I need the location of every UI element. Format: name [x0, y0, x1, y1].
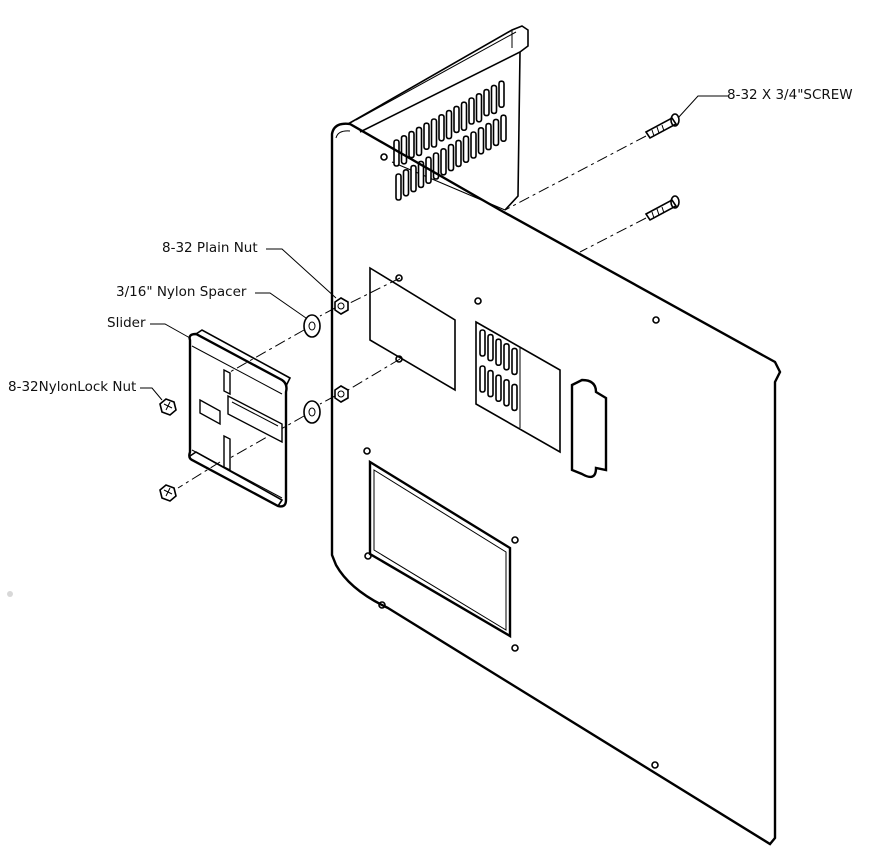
- lock-nut-upper: [159, 398, 177, 416]
- vent-slot: [468, 97, 475, 125]
- vent-slot: [415, 126, 423, 157]
- vent-slot: [511, 347, 518, 376]
- vent-slot: [447, 143, 455, 172]
- vent-slot: [408, 130, 415, 159]
- screw-callout: 8-32 X 3/4"SCREW: [727, 87, 853, 103]
- main-panel: [330, 122, 782, 846]
- vent-slot: [479, 365, 486, 393]
- vent-slot: [495, 374, 502, 403]
- spacer-callout: 3/16" Nylon Spacer: [116, 284, 247, 300]
- vent-slot: [453, 105, 460, 134]
- nylon-spacers: [303, 314, 321, 424]
- plain-nuts: [334, 297, 349, 403]
- vent-slot: [492, 118, 500, 147]
- vent-slot: [500, 114, 507, 143]
- leader-lines: [140, 95, 728, 401]
- lock-nuts: [159, 398, 177, 502]
- vent-slot: [487, 333, 494, 362]
- vent-slot: [495, 338, 502, 367]
- vent-slot: [470, 131, 477, 159]
- slider-bracket: [188, 329, 292, 508]
- vent-slot: [410, 164, 417, 193]
- vent-slot: [440, 147, 447, 176]
- vent-slot: [475, 92, 483, 123]
- spacer-upper: [303, 314, 321, 338]
- vent-slot: [455, 139, 462, 168]
- vent-slot: [477, 126, 485, 155]
- lock-nut-lower: [159, 484, 177, 502]
- vent-slot: [483, 88, 490, 117]
- vent-slot: [423, 122, 430, 151]
- vent-slot: [462, 135, 470, 164]
- vent-slot: [445, 109, 453, 140]
- screw-upper: [644, 113, 680, 140]
- vent-slot: [503, 342, 510, 371]
- vent-slot: [511, 383, 518, 412]
- vent-slot: [400, 134, 408, 165]
- slider-callout: Slider: [107, 315, 146, 331]
- vent-slot: [479, 329, 486, 357]
- vent-slot: [402, 168, 410, 197]
- lock-nut-callout: 8-32NylonLock Nut: [8, 379, 137, 395]
- vent-slot: [438, 113, 445, 142]
- vent-slot: [487, 369, 494, 398]
- vent-slot: [490, 84, 498, 115]
- vent-slot: [430, 118, 438, 148]
- vent-slot: [485, 122, 492, 151]
- spacer-lower: [303, 400, 321, 424]
- vent-slots-back: [393, 80, 507, 201]
- plain-nut-callout: 8-32 Plain Nut: [162, 240, 258, 256]
- plain-nut-upper: [334, 297, 349, 315]
- plain-nut-lower: [334, 385, 349, 403]
- screws: [504, 113, 680, 253]
- vent-slot: [498, 80, 505, 109]
- screw-lower: [644, 195, 680, 222]
- vent-slot: [417, 160, 425, 189]
- vent-slots-window: [479, 329, 518, 412]
- vent-slot: [393, 139, 400, 167]
- vent-slot: [503, 378, 510, 407]
- vent-slot: [395, 173, 402, 201]
- vented-enclosure: [347, 25, 529, 211]
- vent-slot: [460, 101, 468, 132]
